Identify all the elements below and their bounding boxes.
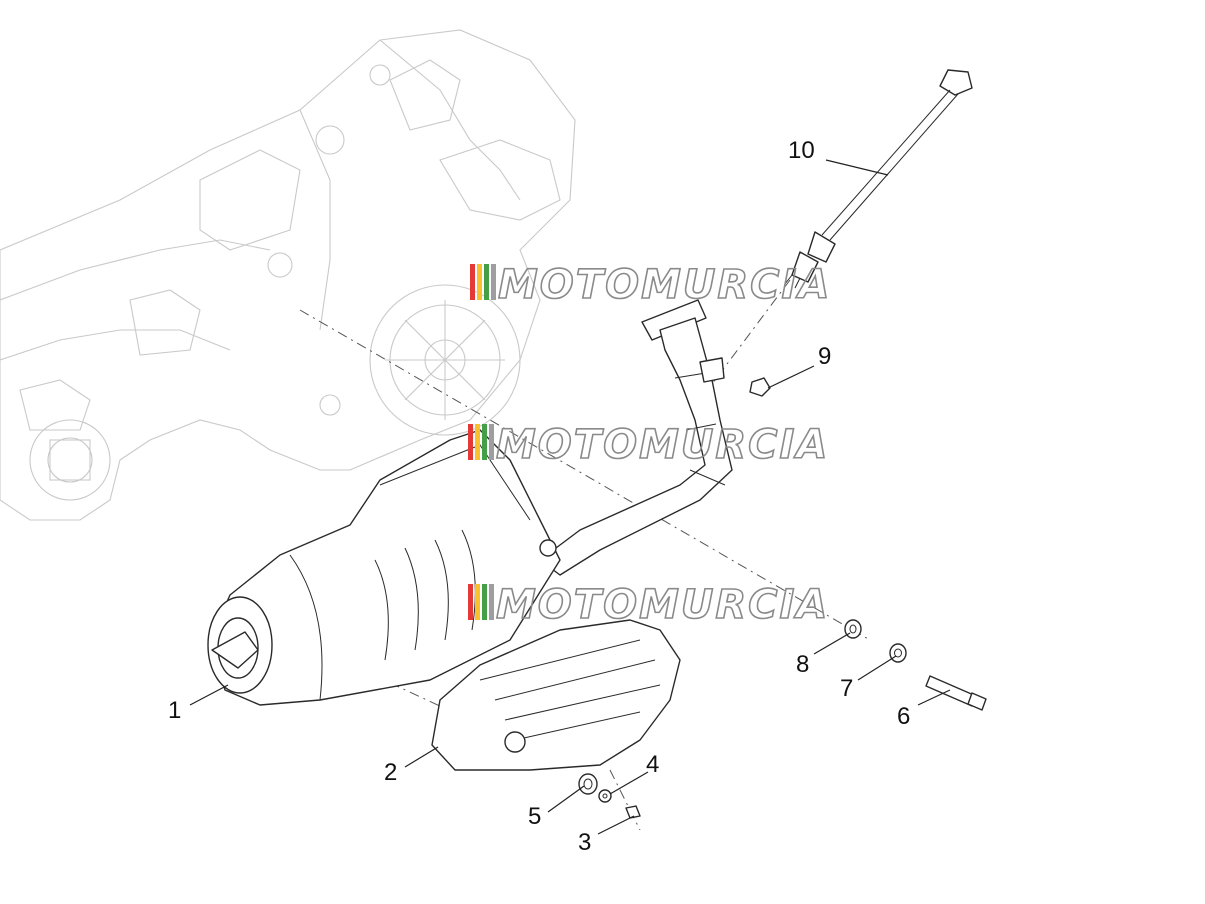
- callout-9: 9: [818, 343, 831, 370]
- muffler: [207, 429, 561, 706]
- watermark-text: MOTOMURCIA: [496, 422, 829, 468]
- callout-7: 7: [840, 675, 853, 702]
- callout-5: 5: [528, 803, 541, 830]
- callout-labels: 10 9 8 7 6 1 2 4 5 3: [168, 137, 910, 856]
- leader-lines: [189, 159, 951, 835]
- watermark-text: MOTOMURCIA: [498, 262, 831, 308]
- callout-2: 2: [384, 759, 397, 786]
- callout-1: 1: [168, 697, 181, 724]
- washer-7: [889, 643, 907, 663]
- callout-10: 10: [788, 137, 815, 164]
- callout-6: 6: [897, 703, 910, 730]
- watermark: MOTOMURCIA MOTOMURCIA MOTOMURCIA: [468, 261, 831, 629]
- heat-shield: [431, 619, 681, 771]
- callout-8: 8: [796, 651, 809, 678]
- screw-3: [625, 805, 641, 819]
- watermark-text: MOTOMURCIA: [496, 582, 829, 628]
- nut-9: [749, 377, 771, 397]
- lambda-sensor: [784, 69, 973, 289]
- washer-4: [598, 789, 612, 803]
- engine-ghost-outline: [0, 29, 576, 521]
- callout-4: 4: [646, 751, 659, 778]
- spacer-8: [844, 619, 862, 639]
- callout-3: 3: [578, 829, 591, 856]
- grommet-5: [578, 773, 598, 795]
- fasteners: [578, 377, 987, 819]
